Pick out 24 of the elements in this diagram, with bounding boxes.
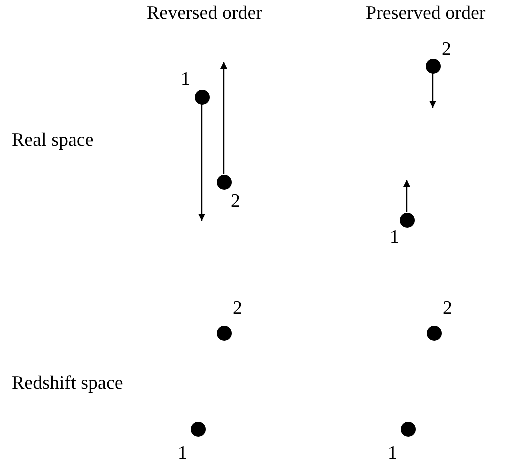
point-marker (190, 422, 206, 436)
point-number: 2 (443, 299, 452, 318)
point-number: 2 (233, 299, 242, 318)
point-marker (400, 212, 414, 228)
velocity-arrow (404, 180, 410, 212)
point-number: 1 (178, 444, 188, 463)
row-heading: Redshift space (12, 374, 124, 393)
column-heading: Preserved order (366, 4, 486, 23)
point-marker (426, 326, 442, 340)
point-number: 1 (390, 228, 400, 247)
column-heading: Reversed order (147, 4, 263, 23)
velocity-arrow (198, 104, 206, 221)
point-marker (426, 58, 440, 74)
point-number: 1 (388, 444, 398, 463)
point-number: 2 (231, 192, 240, 211)
point-marker (216, 326, 232, 340)
point-number: 1 (181, 70, 190, 89)
row-heading: Real space (12, 131, 94, 150)
velocity-arrow (220, 62, 228, 174)
point-number: 2 (442, 40, 452, 59)
point-marker (194, 90, 210, 104)
point-marker (216, 174, 232, 190)
velocity-arrow (430, 74, 436, 108)
point-marker (400, 422, 416, 436)
